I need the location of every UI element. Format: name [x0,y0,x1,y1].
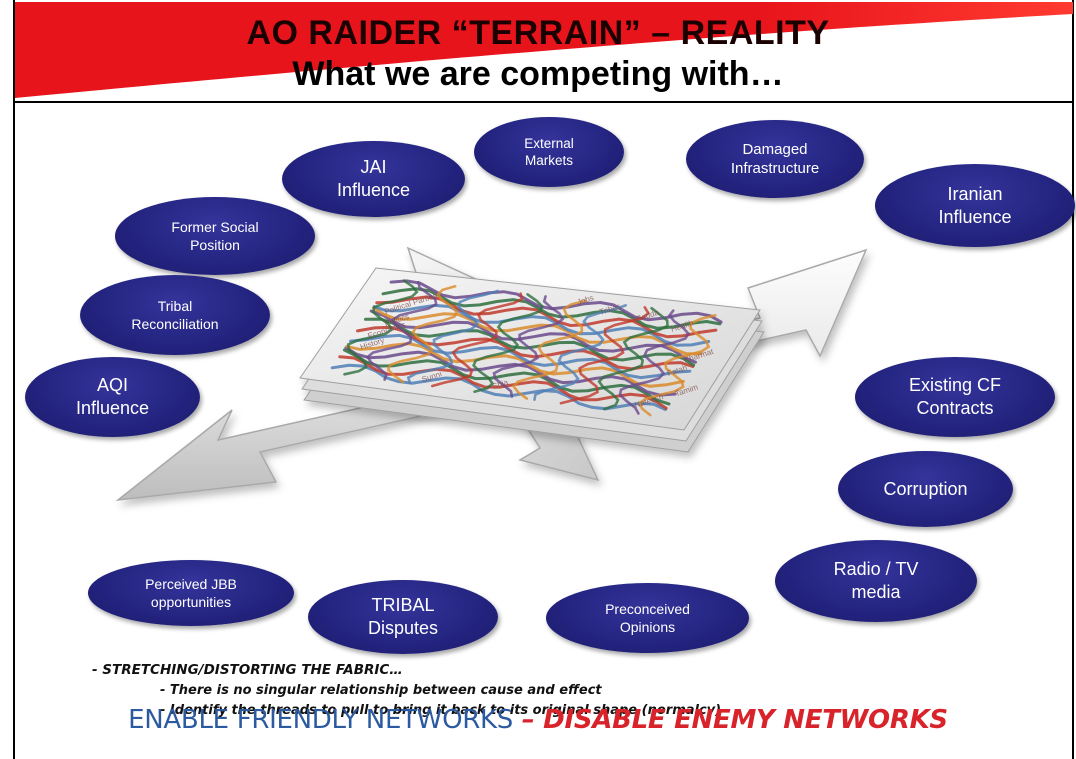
bubble-radio-tv-media: Radio / TV media [775,540,977,622]
header-swoosh [15,2,1073,98]
fabric-thread [406,289,499,385]
footer-enemy: DISABLE ENEMY NETWORKS [543,705,948,735]
bubble-label: Existing CF Contracts [908,375,1002,418]
bubble-tribal-disputes: TRIBAL Disputes [308,580,498,654]
bubble-perceived-jbb-opportunities: Perceived JBB opportunities [88,560,294,626]
bubble-label: External Markets [524,136,574,168]
fabric-thread [511,299,587,400]
bubble-label: Radio / TV media [833,559,919,602]
footer-friendly: ENABLE FRIENDLY NETWORKS [128,705,513,735]
footer-dash: – [512,705,544,735]
fabric-thread [369,309,697,364]
page-title: AO RAIDER “TERRAIN” – REALITY [246,14,830,52]
fabric-thread [343,279,419,376]
horizontal-arrow [115,248,868,502]
fabric-thread [618,309,691,415]
fabric-thread [344,346,677,397]
bubble-label: Damaged Infrastructure [730,141,820,177]
fabric-thread [533,304,627,401]
bubble-label: AQI Influence [75,375,150,418]
slide-frame-left [13,0,15,759]
bubble-tribal-reconciliation: Tribal Reconciliation [80,275,270,355]
fabric-thread [597,306,669,411]
bubble-preconceived-opinions: Preconceived Opinions [546,583,749,653]
bubble-label: TRIBAL Disputes [367,595,439,638]
bubble-label: JAI Influence [336,157,411,200]
bubble-damaged-infrastructure: Damaged Infrastructure [686,120,864,198]
bubble-existing-cf-contracts: Existing CF Contracts [855,357,1055,437]
bubble-label: Former Social Position [171,219,259,253]
page-subtitle: What we are competing with… [292,55,784,93]
notes-item: - Identify the threads to pull to bring … [160,703,722,718]
fabric-thread [386,285,459,384]
bubble-label: Corruption [883,478,968,499]
bubble-label: Preconceived Opinions [605,601,690,635]
header-red-band [15,2,1073,98]
fabric-thread [431,292,524,388]
bubble-aqi-influence: AQI Influence [25,357,200,437]
fabric-thread [492,295,565,398]
fabric-thread [349,333,692,380]
footer-slogan: ENABLE FRIENDLY NETWORKS – DISABLE ENEMY… [0,700,1076,740]
notes-heading: - STRETCHING/DISTORTING THE FABRIC… [92,662,403,678]
fabric-thread [365,280,438,381]
bubble-corruption: Corruption [838,451,1013,527]
bubble-label: Iranian Influence [938,183,1012,227]
bubble-label: Tribal Reconciliation [131,298,219,332]
fabric-thread [371,306,703,356]
fabric-thread [472,293,544,393]
fabric-thread [638,314,717,417]
slide-frame-right [1072,0,1074,759]
fabric-thread [559,306,650,405]
notes-block: - STRETCHING/DISTORTING THE FABRIC… - Th… [92,659,721,721]
fabric-thread [375,295,718,339]
bubble-former-social-position: Former Social Position [115,197,315,275]
bubble-iranian-influence: Iranian Influence [875,164,1075,247]
fabric-thread [342,348,671,406]
bubble-external-markets: External Markets [474,117,624,187]
bubble-jai-influence: JAI Influence [282,141,465,217]
bubble-label: Perceived JBB opportunities [145,576,237,610]
fabric-threads [330,279,723,417]
notes-item: - There is no singular relationship betw… [160,683,602,698]
header-divider [13,101,1074,103]
